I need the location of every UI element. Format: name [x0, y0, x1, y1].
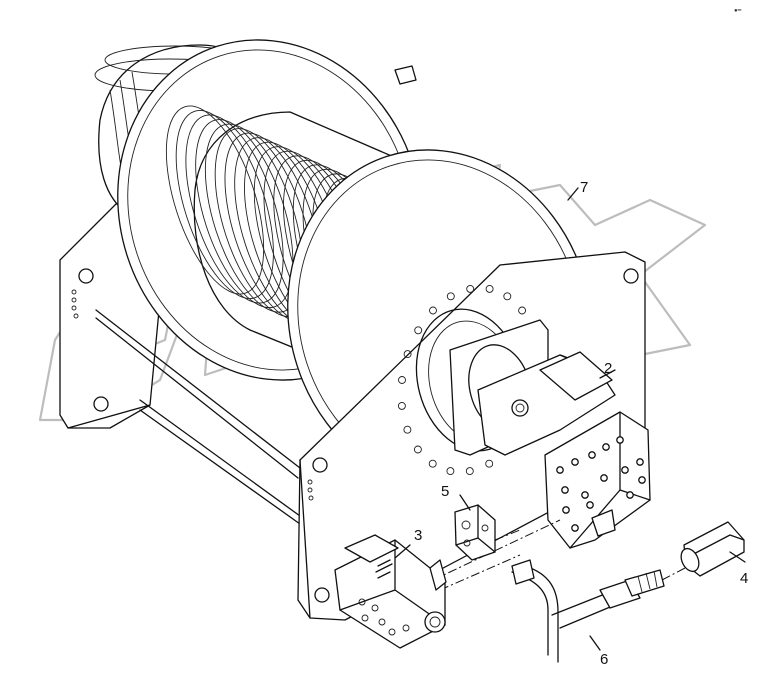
bolt-hole: [485, 459, 494, 468]
callout-6: 6: [600, 651, 608, 668]
motor-fitting: [588, 451, 596, 459]
rope-wrap: [165, 105, 265, 295]
hex-coupling: [680, 521, 745, 577]
bolt-hole: [397, 401, 406, 410]
valve-ports: [358, 598, 410, 636]
callout-leaders: [394, 187, 746, 651]
left-plate-bolt-holes: [71, 289, 79, 319]
bolt-hole: [446, 467, 455, 476]
callout-3: 3: [414, 527, 422, 544]
motor-fitting: [581, 491, 589, 499]
motor-fitting: [562, 506, 570, 514]
hydraulic-motor: [449, 319, 651, 549]
motor-fitting: [571, 458, 579, 466]
valve-plug-marks: [375, 559, 393, 579]
rope-wrap: [175, 110, 274, 299]
valve-block: [334, 534, 447, 649]
bolt-hole: [518, 306, 527, 315]
motor-fitting: [636, 458, 644, 466]
hose-assembly: [511, 559, 665, 663]
motor-fitting: [600, 474, 608, 482]
motor-fitting: [561, 486, 569, 494]
bolt-hole: [446, 292, 455, 301]
corner-mark: ●━: [734, 8, 742, 14]
bolt-hole: [413, 445, 422, 454]
motor-fitting: [626, 491, 634, 499]
callout-2: 2: [604, 360, 612, 377]
rope-wrap: [204, 123, 304, 313]
callout-7: 7: [580, 179, 588, 196]
bolt-hole: [485, 284, 494, 293]
bolt-hole: [503, 292, 512, 301]
bolt-hole: [398, 376, 406, 384]
callout-labels: 2 3 4 5 6 7: [414, 179, 748, 668]
bolt-hole: [466, 284, 475, 293]
motor-fitting: [616, 436, 624, 444]
bolt-hole: [414, 326, 423, 335]
assembly-centerlines: [432, 519, 686, 591]
motor-fitting: [586, 501, 594, 509]
bolt-hole: [403, 425, 412, 434]
callout-4: 4: [740, 570, 748, 587]
rope-wrap: [185, 114, 284, 304]
motor-fittings: [556, 436, 646, 532]
motor-fitting: [571, 524, 579, 532]
bolt-hole: [428, 459, 437, 468]
callout-5: 5: [441, 483, 449, 500]
frame-tie-rods: [95, 309, 301, 525]
motor-fitting: [556, 466, 564, 474]
motor-fitting: [602, 443, 610, 451]
rope-wrap: [195, 119, 294, 309]
bolt-hole: [429, 306, 437, 315]
spacer-block: [454, 504, 496, 561]
bolt-hole: [403, 350, 412, 359]
motor-fitting: [638, 476, 646, 484]
right-plate-bolt-holes: [307, 479, 314, 501]
motor-fitting: [621, 466, 629, 474]
bolt-hole: [465, 467, 474, 476]
